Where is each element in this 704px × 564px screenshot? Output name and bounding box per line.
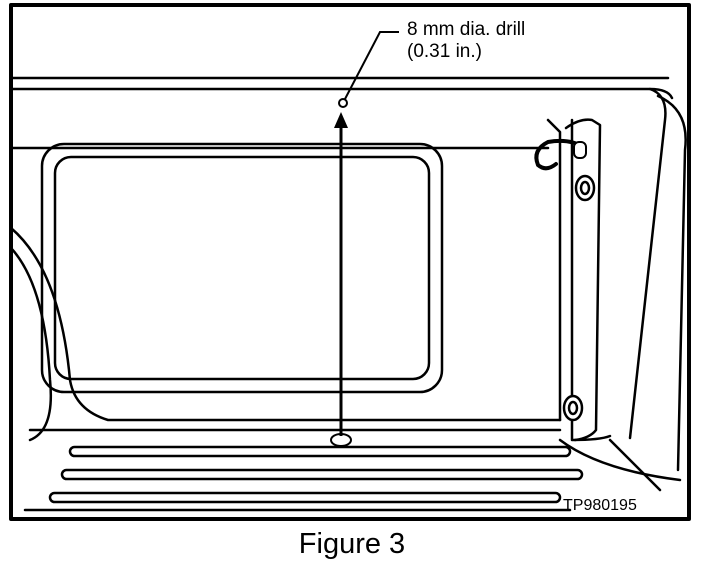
drill-hole-icon: [338, 98, 348, 108]
right-wall-corner: [608, 438, 662, 492]
window-inner: [53, 155, 431, 381]
bolt-icon: [574, 174, 596, 202]
reference-code: TP980195: [563, 497, 637, 514]
bed-top-rail-inner: [9, 87, 674, 100]
callout-leader: [344, 31, 399, 100]
right-side-wall-inner: [656, 94, 687, 472]
right-pillar: [570, 118, 612, 442]
projection-arrow-head: [334, 112, 348, 128]
bolt-icon: [562, 394, 584, 422]
hook-mount: [573, 141, 587, 159]
hook-icon: [534, 138, 587, 171]
wheel-well-inner: [9, 246, 52, 442]
callout-label-size: 8 mm dia. drill: [407, 19, 526, 40]
figure-caption: Figure 3: [298, 528, 406, 560]
wheel-well-outer: [9, 226, 562, 422]
right-side-wall: [628, 87, 667, 440]
window-outer: [40, 142, 444, 394]
floor-rib-3: [48, 491, 562, 504]
floor-rib-2: [60, 468, 584, 481]
figure-border: [9, 3, 691, 521]
right-pillar-back: [564, 118, 602, 442]
right-pillar-front: [546, 118, 562, 422]
callout-label-inches: (0.31 in.): [407, 41, 482, 62]
floor-rib-1: [68, 445, 572, 458]
right-wall-lower: [558, 438, 682, 482]
